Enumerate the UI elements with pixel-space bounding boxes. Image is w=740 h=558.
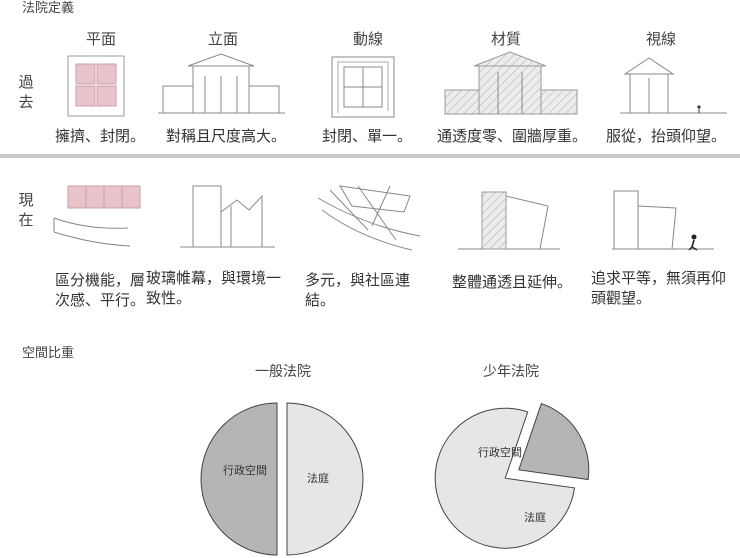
row-label-present: 現在 [16, 190, 36, 230]
present-material-diagram [458, 191, 560, 250]
pie2-label-admin: 行政空間 [470, 445, 530, 460]
pie-title-general-court: 一般法院 [255, 364, 311, 380]
column-header-circulation: 動線 [352, 30, 383, 48]
row-label-past-text: 過去 [18, 73, 34, 111]
present-caption-elevation-line1: 玻璃帷幕，與環境一 [146, 269, 282, 287]
past-caption-sightline: 服從，抬頭仰望。 [606, 127, 727, 145]
pie1-label-court: 法庭 [288, 471, 348, 486]
pie1-slice-1 [286, 402, 364, 556]
present-circulation-diagram [317, 185, 421, 251]
present-caption-sightline: 追求平等，無須再仰 頭觀望。 [591, 268, 726, 308]
column-header-sightline: 視線 [645, 30, 676, 48]
past-caption-plan: 擁擠、封閉。 [55, 127, 146, 145]
present-caption-circulation-line1: 多元，與社區連 [305, 271, 411, 289]
present-caption-material-line1: 整體通透且延伸。 [452, 273, 573, 291]
past-caption-material: 通透度零、圍牆厚重。 [437, 127, 588, 145]
pie1-slice-2 [200, 402, 278, 556]
column-header-material: 材質 [490, 30, 521, 48]
present-caption-plan-line1: 區分機能，層 [55, 271, 146, 289]
present-caption-circulation: 多元，與社區連 結。 [305, 270, 410, 310]
present-caption-material: 整體通透且延伸。 [452, 272, 572, 292]
present-caption-elevation-line2: 致性。 [146, 289, 192, 307]
pie1-label-admin: 行政空間 [215, 463, 275, 478]
past-caption-circulation: 封閉、單一。 [322, 127, 413, 145]
row-label-present-text: 現在 [18, 191, 34, 229]
present-caption-plan-line2: 次感、平行。 [55, 291, 146, 309]
past-plan-diagram [67, 55, 125, 117]
present-caption-sightline-line1: 追求平等，無須再仰 [591, 269, 727, 287]
page-title: 法院定義 [22, 1, 75, 16]
past-material-diagram [444, 51, 578, 115]
space-ratio-title: 空間比重 [22, 346, 75, 361]
pie2-slice-2 [518, 402, 590, 481]
past-circulation-diagram [331, 56, 395, 118]
pie1-label-court-text: 法庭 [307, 472, 329, 485]
present-caption-sightline-line2: 頭觀望。 [591, 289, 652, 307]
present-sightline-diagram [612, 190, 714, 251]
past-sightline-diagram [620, 57, 727, 114]
pie1-label-admin-text: 行政空間 [223, 464, 267, 477]
pie2-label-court: 法庭 [505, 510, 565, 525]
present-plan-diagram [53, 185, 141, 247]
column-header-elevation: 立面 [207, 30, 238, 48]
row-divider [0, 154, 740, 158]
present-elevation-diagram [180, 185, 275, 248]
column-header-plan: 平面 [85, 30, 116, 48]
pie-title-juvenile-court: 少年法院 [483, 364, 539, 380]
present-caption-elevation: 玻璃帷幕，與環境一 致性。 [146, 268, 281, 308]
row-label-past: 過去 [16, 72, 36, 112]
present-caption-circulation-line2: 結。 [305, 291, 336, 309]
pie2-label-admin-text: 行政空間 [478, 446, 522, 459]
illustrations [53, 51, 727, 251]
past-elevation-diagram [158, 53, 285, 114]
pie2-slice-1 [434, 407, 576, 549]
pie2-label-court-text: 法庭 [524, 511, 546, 524]
present-caption-plan: 區分機能，層 次感、平行。 [55, 270, 145, 310]
past-caption-elevation: 對稱且尺度高大。 [166, 127, 287, 145]
